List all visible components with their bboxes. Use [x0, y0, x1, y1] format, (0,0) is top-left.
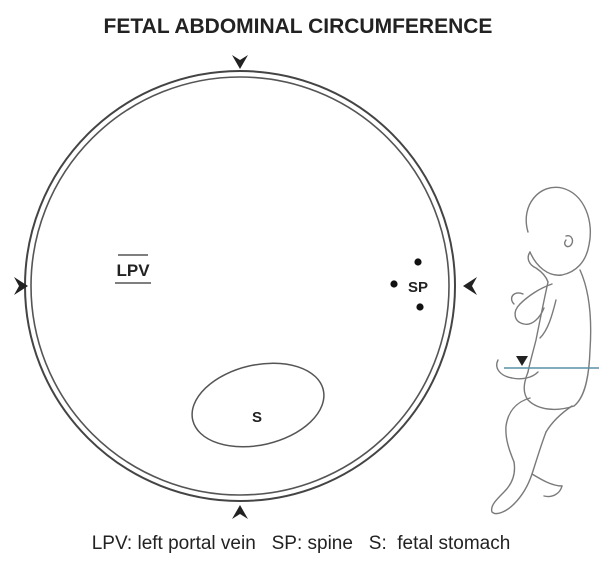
- fetus-figure: [492, 187, 591, 513]
- diagram-title: FETAL ABDOMINAL CIRCUMFERENCE: [104, 15, 493, 38]
- lpv-label: LPV: [116, 261, 150, 280]
- arrowhead-right-icon: [463, 277, 477, 295]
- legend-caption: LPV: left portal vein SP: spine S: fetal…: [92, 533, 511, 554]
- abdominal-circle: [25, 71, 455, 501]
- lpv-marker: LPV: [115, 255, 151, 283]
- arrowhead-top-icon: [232, 55, 248, 69]
- measurement-plane: [504, 356, 599, 368]
- stomach-label: S: [252, 409, 262, 426]
- stomach-outline: S: [184, 351, 333, 459]
- arrowhead-bottom-icon: [232, 505, 248, 519]
- sp-label: SP: [408, 279, 428, 296]
- spine-marker: SP: [390, 258, 428, 310]
